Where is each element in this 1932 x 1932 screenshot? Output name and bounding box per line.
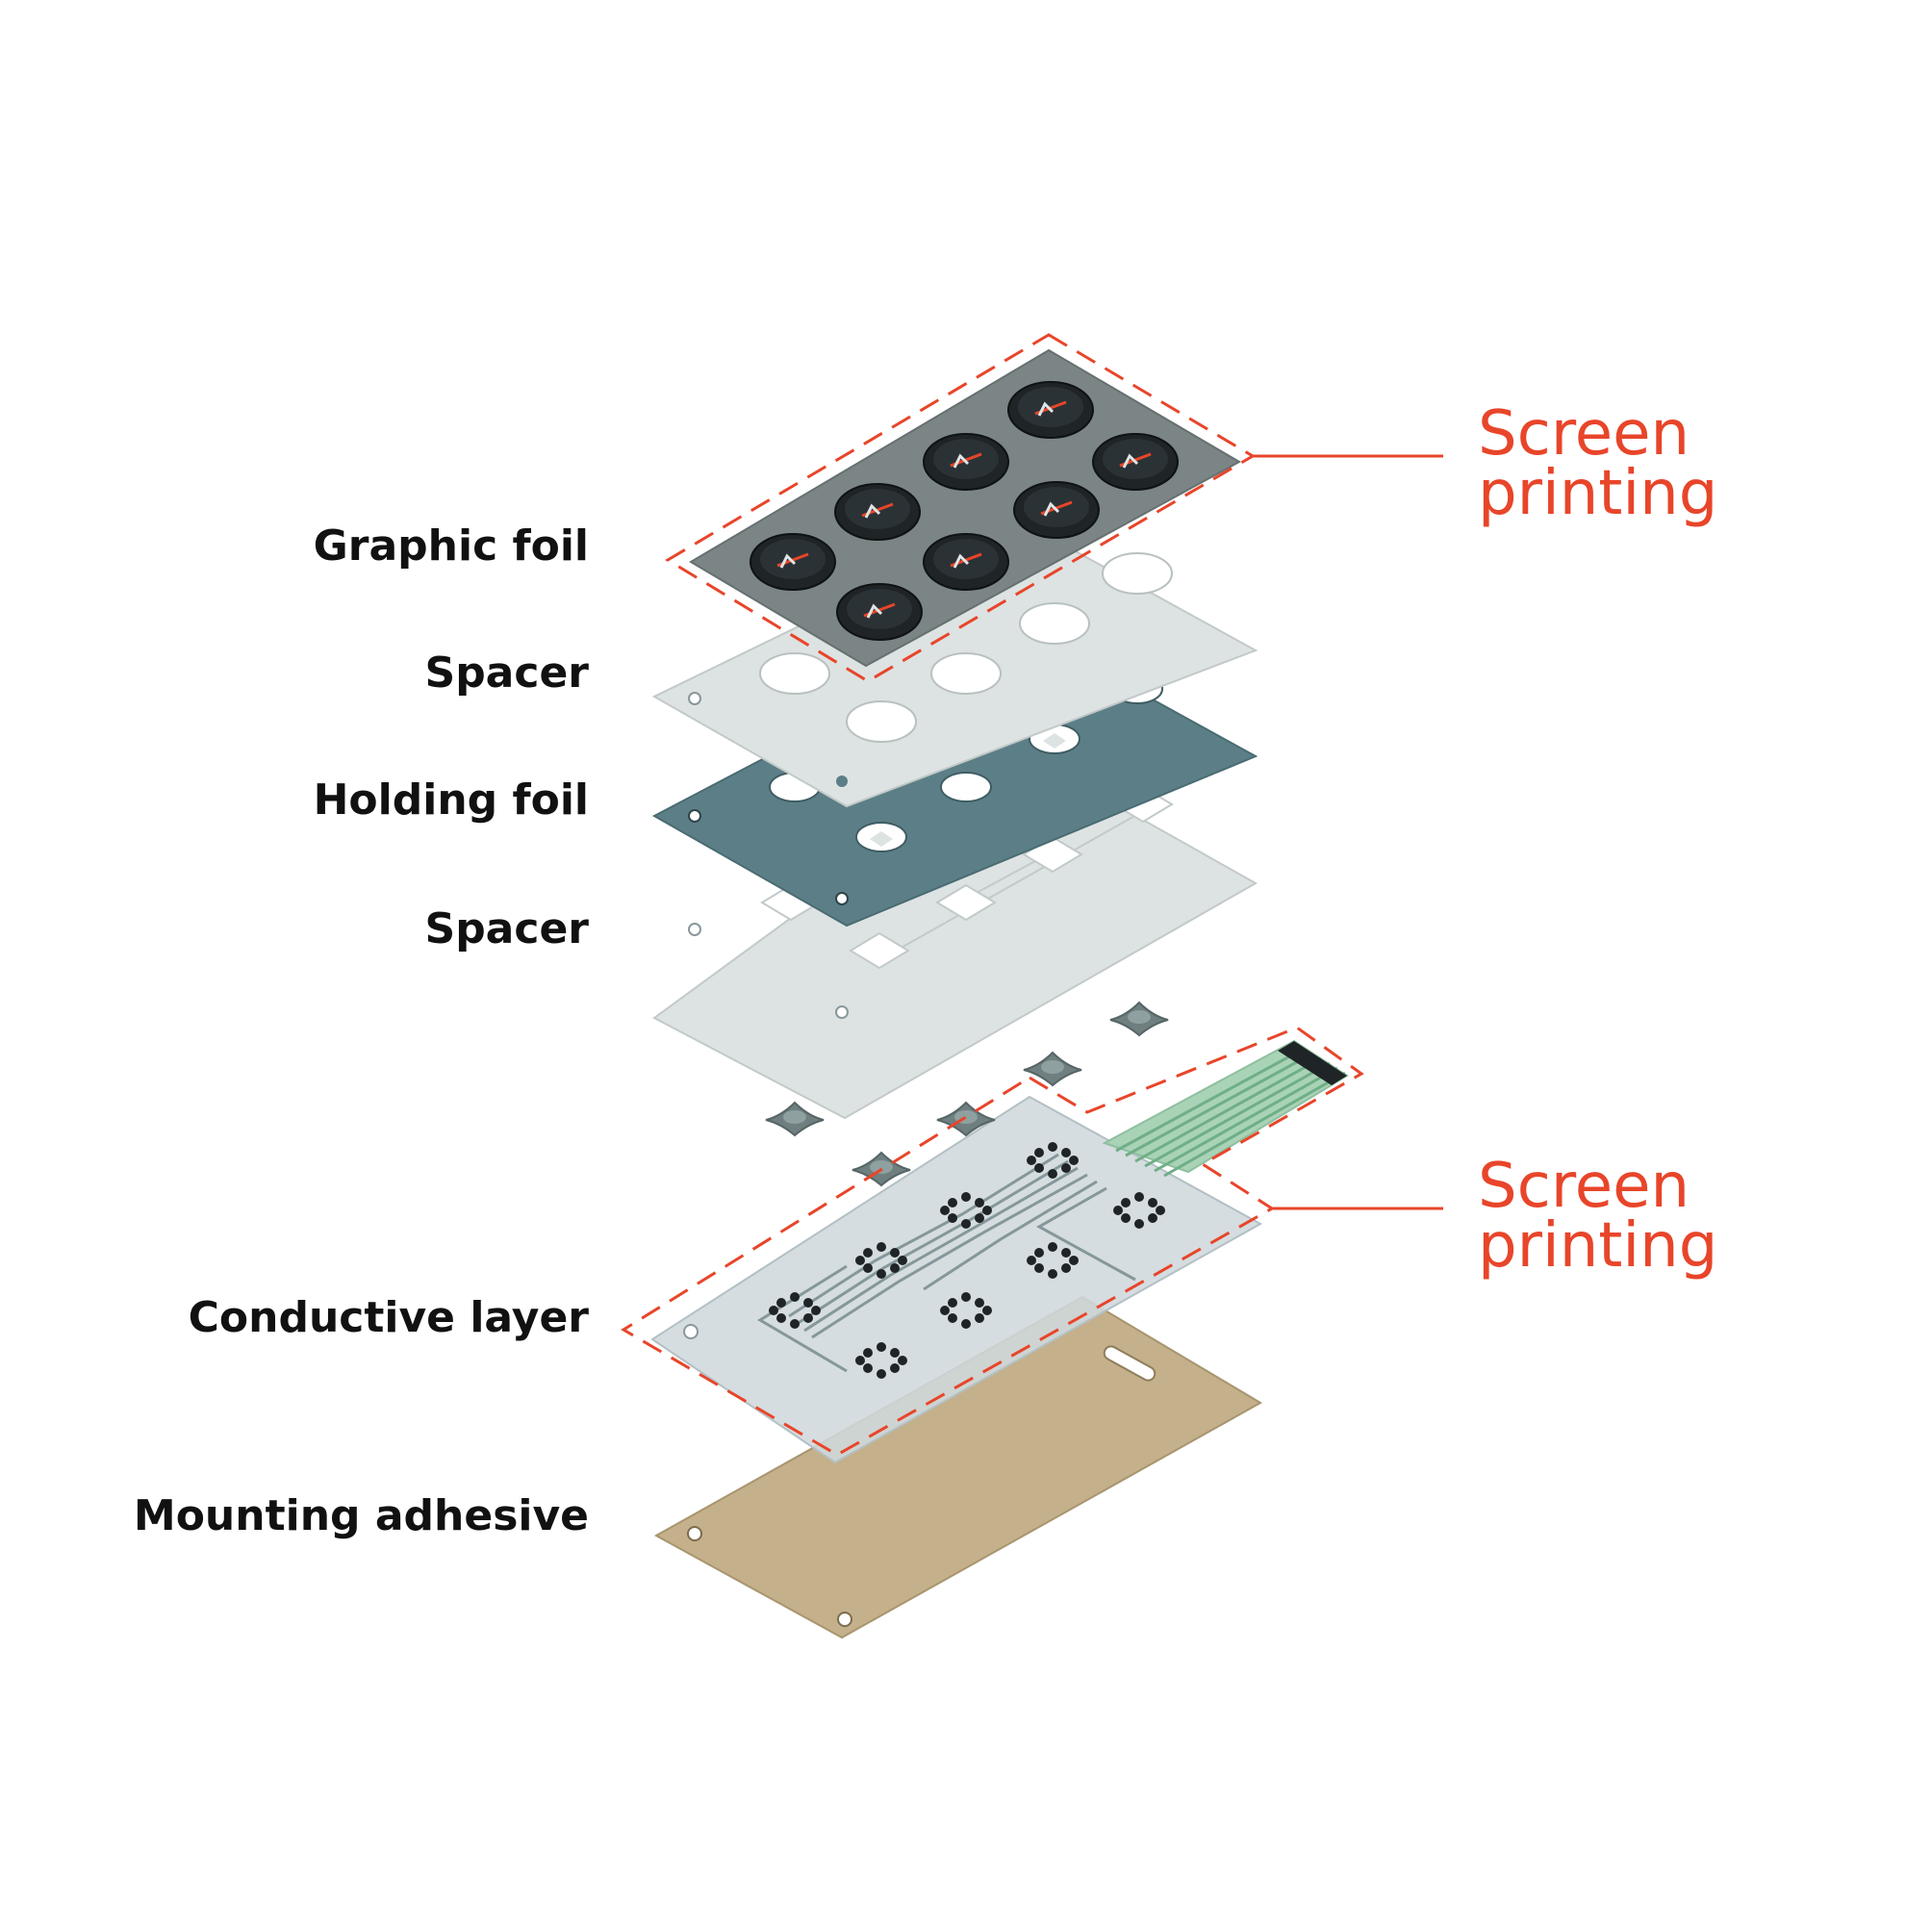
- graphic-foil-buttons: [750, 381, 1179, 641]
- tactile-dome: [1109, 1001, 1169, 1037]
- contact-pad: [940, 1292, 992, 1329]
- printed-button-icon: [1007, 381, 1094, 439]
- printed-button-icon: [836, 583, 923, 641]
- label-conductive-layer: Conductive layer: [189, 1293, 590, 1342]
- holding-foil-cut-squares: [870, 733, 1066, 847]
- callout-top-line1: Screen: [1478, 398, 1690, 470]
- conductive-layer-sheet: [650, 1095, 1263, 1464]
- contact-pad: [855, 1342, 907, 1379]
- graphic-foil-sheet: [689, 348, 1242, 668]
- mounting-adhesive-sheet: [653, 1295, 1262, 1640]
- tactile-dome: [765, 1101, 825, 1137]
- spacer-top-layer: [651, 518, 1258, 808]
- spacer-top-holes: [759, 552, 1173, 743]
- spacer-top-hole: [836, 775, 848, 787]
- contact-pad: [940, 1192, 992, 1229]
- printed-button-icon: [834, 483, 921, 541]
- label-graphic-foil: Graphic foil: [314, 521, 589, 571]
- contact-pad: [769, 1292, 821, 1329]
- layer-labels: Graphic foil Spacer Holding foil Spacer …: [134, 521, 589, 1540]
- label-mounting-adhesive: Mounting adhesive: [134, 1491, 589, 1540]
- conductive-hole: [683, 1324, 699, 1339]
- spacer-bottom-hole: [835, 1005, 849, 1019]
- circuit-traces: [757, 1153, 1136, 1373]
- adhesive-hole: [837, 1612, 852, 1627]
- printed-button-icon: [1092, 433, 1179, 491]
- printed-button-icon: [923, 433, 1009, 491]
- callout-top-line2: printing: [1478, 458, 1717, 529]
- printed-button-icon: [1013, 481, 1100, 539]
- adhesive-hole: [687, 1526, 702, 1541]
- contact-pad-group: [769, 1142, 1165, 1379]
- contact-pad: [1113, 1192, 1165, 1229]
- label-spacer-bottom: Spacer: [425, 904, 590, 953]
- contact-pad: [1027, 1142, 1079, 1179]
- tail-connector-pads: [1278, 1041, 1347, 1085]
- label-spacer-top: Spacer: [425, 648, 590, 698]
- mounting-adhesive-layer: [653, 1295, 1262, 1640]
- spacer-top-hole: [688, 692, 701, 705]
- conductive-layer: [650, 1039, 1349, 1464]
- printed-button-icon: [750, 533, 836, 591]
- label-holding-foil: Holding foil: [314, 775, 589, 825]
- tail-traces: [1115, 1047, 1346, 1178]
- contact-pad: [1027, 1242, 1079, 1279]
- screen-printing-outline-bottom: [621, 1026, 1364, 1457]
- tactile-dome: [1023, 1051, 1082, 1087]
- callout-bottom-line2: printing: [1478, 1210, 1717, 1282]
- screen-printing-outline-top: [665, 333, 1256, 683]
- holding-foil-hole: [688, 809, 701, 823]
- adhesive-slot: [1103, 1345, 1157, 1382]
- spacer-bottom-sheet: [652, 749, 1258, 1120]
- callout-labels: Screen printing Screen printing: [1478, 398, 1717, 1282]
- printed-button-icon: [923, 533, 1009, 591]
- spacer-bottom-hole: [688, 923, 701, 936]
- graphic-foil-layer: [689, 348, 1242, 668]
- callout-bottom-line1: Screen: [1478, 1151, 1690, 1222]
- contact-pad: [855, 1242, 907, 1279]
- holding-foil-hole: [835, 892, 849, 905]
